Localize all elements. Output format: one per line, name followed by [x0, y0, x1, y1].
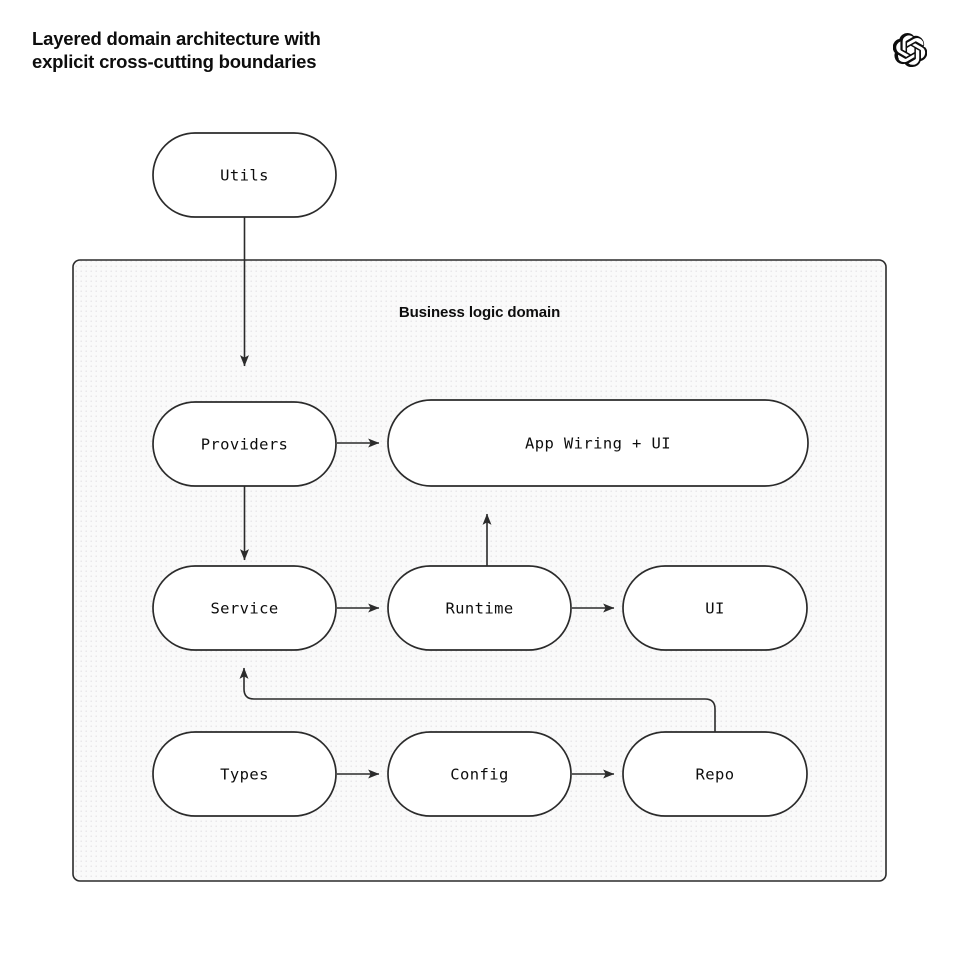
node-ui[interactable]: UI — [622, 565, 808, 651]
node-shape-repo — [622, 731, 808, 817]
node-runtime[interactable]: Runtime — [387, 565, 572, 651]
openai-logo — [893, 33, 927, 67]
node-shape-utils — [152, 132, 337, 218]
node-label-runtime: Runtime — [445, 600, 513, 618]
node-label-appwiring: App Wiring + UI — [525, 435, 671, 453]
node-types[interactable]: Types — [152, 731, 337, 817]
edge-repo-service — [239, 667, 716, 732]
node-label-service: Service — [210, 600, 278, 618]
node-utils[interactable]: Utils — [152, 132, 337, 218]
node-label-ui: UI — [705, 600, 724, 618]
node-appwiring[interactable]: App Wiring + UI — [387, 399, 809, 487]
edge-layer — [239, 217, 716, 779]
node-shape-ui — [622, 565, 808, 651]
node-label-repo: Repo — [696, 766, 735, 784]
node-shape-runtime — [387, 565, 572, 651]
page-title: Layered domain architecture with explici… — [32, 28, 321, 72]
node-repo[interactable]: Repo — [622, 731, 808, 817]
node-service[interactable]: Service — [152, 565, 337, 651]
node-shape-providers — [152, 401, 337, 487]
node-config[interactable]: Config — [387, 731, 572, 817]
node-label-types: Types — [220, 766, 269, 784]
node-label-providers: Providers — [201, 436, 289, 454]
node-shape-service — [152, 565, 337, 651]
node-shape-types — [152, 731, 337, 817]
node-shape-config — [387, 731, 572, 817]
node-label-utils: Utils — [220, 167, 269, 185]
node-label-config: Config — [450, 766, 508, 784]
node-providers[interactable]: Providers — [152, 401, 337, 487]
node-shape-appwiring — [387, 399, 809, 487]
business-logic-domain-label: Business logic domain — [399, 304, 560, 321]
